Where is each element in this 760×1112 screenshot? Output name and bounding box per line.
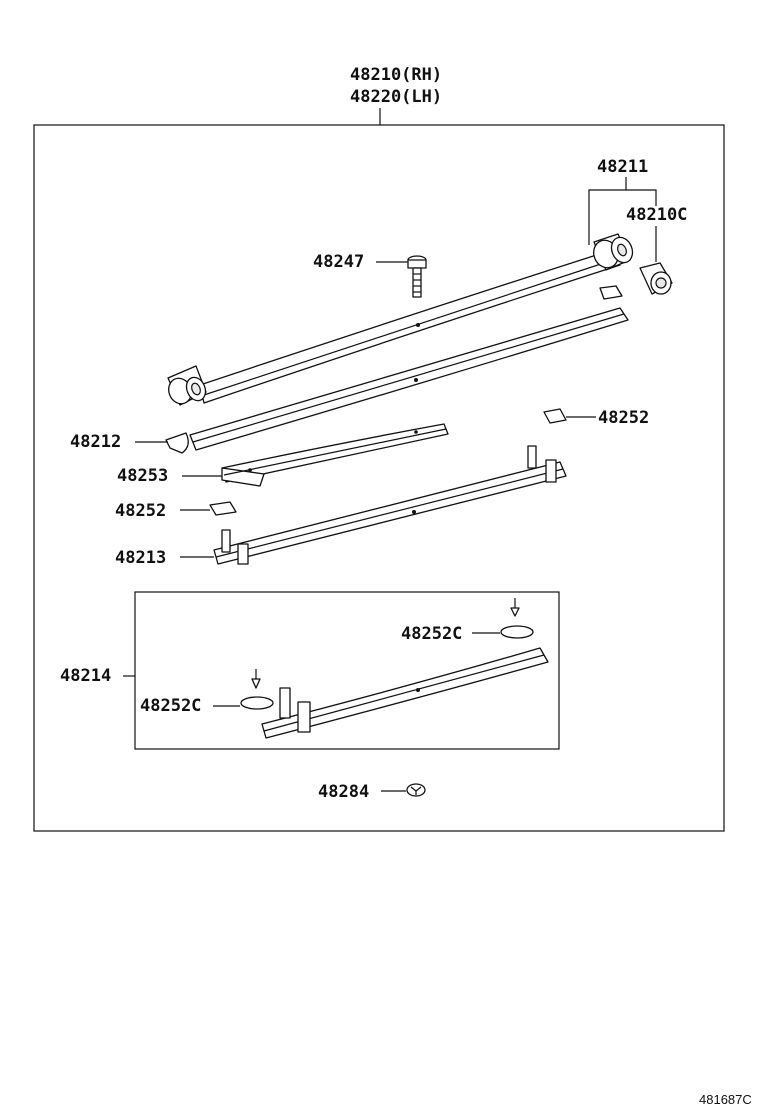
pad-upper[interactable] [599,285,623,300]
label-48284[interactable]: 48284 [318,782,369,802]
label-48220-lh[interactable]: 48220(LH) [350,87,442,107]
clip-48284[interactable] [406,783,426,797]
diagram-reference-code: 481687C [699,1092,752,1107]
center-bolt-48247[interactable] [407,255,427,298]
third-leaf-48253[interactable] [221,423,449,487]
second-leaf-48212[interactable] [165,307,629,454]
leader-48211-branch [626,189,657,206]
bushing-48210c[interactable] [639,262,673,295]
fifth-leaf-48214[interactable] [261,647,549,739]
label-48253[interactable]: 48253 [117,466,168,486]
label-48252c-upper[interactable]: 48252C [401,624,462,644]
label-48212[interactable]: 48212 [70,432,121,452]
label-48211[interactable]: 48211 [597,157,648,177]
main-leaf-48211[interactable] [165,233,636,407]
subassembly-frame-48214 [134,591,560,750]
bolt-washer-48252c-upper[interactable] [500,598,534,639]
label-48252-left[interactable]: 48252 [115,501,166,521]
fourth-leaf-48213[interactable] [213,445,567,565]
label-48247[interactable]: 48247 [313,252,364,272]
label-48213[interactable]: 48213 [115,548,166,568]
leader-48211-spring [588,177,627,245]
label-48210-rh[interactable]: 48210(RH) [350,65,442,85]
pad-48252-left[interactable] [209,501,237,516]
label-48252-right[interactable]: 48252 [598,408,649,428]
label-48252c-lower[interactable]: 48252C [140,696,201,716]
label-48210c[interactable]: 48210C [626,205,687,225]
bolt-washer-48252c-lower[interactable] [240,669,274,710]
label-48214[interactable]: 48214 [60,666,111,686]
pad-48252-right[interactable] [543,408,567,424]
assembly-frame [33,124,725,832]
